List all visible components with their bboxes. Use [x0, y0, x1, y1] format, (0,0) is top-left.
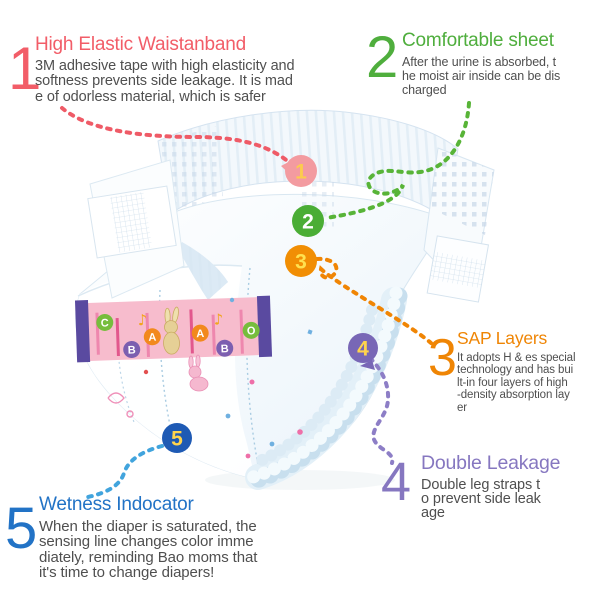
printed-doodles — [107, 297, 313, 459]
callout-5-title: Wetness Indocator — [39, 494, 194, 515]
callout-4-text: age — [421, 505, 445, 522]
band-letter: A — [196, 328, 204, 340]
callout-4: Double Leakage Double leg straps t o pre… — [421, 452, 560, 521]
callout-2-text: After the urine is absorbed, t — [402, 55, 557, 69]
callout-2-title: Comfortable sheet — [402, 30, 554, 51]
connector-line-4 — [368, 356, 395, 465]
callout-5: Wetness Indocator When the diaper is sat… — [39, 494, 257, 581]
callout-1-text: e of odorless material, which is safer — [35, 88, 266, 105]
bunny-icon — [163, 306, 180, 355]
callout-5-text: sensing line changes color imme — [39, 533, 254, 551]
connector-line-1 — [60, 106, 292, 165]
marker-2-number: 2 — [302, 211, 314, 234]
marker-3-number: 3 — [295, 251, 307, 274]
callout-4-text: o prevent side leak — [421, 491, 541, 508]
marker-4: 4 — [348, 333, 378, 370]
callout-4-title: Double Leakage — [421, 452, 561, 474]
marker-1-number: 1 — [295, 161, 307, 184]
right-wing-tape — [423, 147, 495, 303]
left-wing-tape — [87, 159, 185, 299]
callout-4-text: Double leg straps t — [421, 477, 540, 493]
callout-2-number: 2 — [366, 25, 399, 90]
callout-3-text: technology and has bui — [457, 364, 574, 377]
callout-1-text: softness prevents side leakage. It is ma… — [35, 73, 293, 90]
callout-3-text: er — [457, 401, 468, 414]
leg-ruffles — [245, 286, 408, 490]
callout-3-text: -density absorption lay — [457, 389, 570, 402]
music-note-icon: ♪ — [213, 310, 223, 328]
callout-5-text: diately, reminding Bao moms that — [39, 548, 258, 566]
marker-5: 5 — [162, 423, 192, 453]
band-end-bar — [256, 295, 273, 358]
band-letter: A — [148, 332, 156, 344]
callout-3-text: lt-in four layers of high — [457, 376, 568, 389]
callout-2-text: he moist air inside can be dis — [402, 69, 561, 83]
callout-5-text: When the diaper is saturated, the — [39, 518, 257, 535]
band-end-bar — [74, 300, 91, 363]
marker-5-number: 5 — [171, 428, 183, 451]
callout-2: Comfortable sheet After the urine is abs… — [402, 30, 560, 97]
band-letter: B — [221, 343, 229, 355]
band-letter: B — [128, 344, 136, 356]
band-letter: O — [247, 325, 256, 337]
callout-2-text: charged — [402, 83, 447, 97]
connector-line-2 — [324, 101, 471, 220]
pink-doodle — [107, 392, 134, 418]
seam-stitch-line — [158, 289, 177, 451]
connector-line-3 — [315, 256, 433, 345]
callout-1-title: High Elastic Waistanband — [35, 34, 246, 55]
marker-2: 2 — [292, 205, 324, 237]
pink-bunny-icon — [188, 354, 209, 392]
callout-1-text: 3M adhesive tape with high elasticity an… — [35, 58, 295, 74]
marker-3: 3 — [285, 245, 317, 277]
callout-5-text: it's time to change diapers! — [39, 564, 215, 582]
connector-line-5 — [86, 444, 164, 499]
callout-3-number: 3 — [428, 329, 457, 387]
callout-3: SAP Layers It adopts H & es special tech… — [457, 328, 576, 414]
band-letter: C — [101, 317, 109, 329]
callout-5-number: 5 — [5, 496, 38, 561]
callout-3-title: SAP Layers — [457, 328, 548, 348]
callout-3-text: It adopts H & es special — [457, 352, 576, 364]
decorative-band: C B A A B O ♪ ♪ — [74, 295, 273, 363]
music-note-icon: ♪ — [137, 311, 147, 329]
callout-4-number: 4 — [381, 452, 412, 512]
callout-1-number: 1 — [8, 35, 42, 102]
band-letter-balloons: C B A A B O — [96, 313, 260, 359]
marker-1: 1 — [281, 155, 317, 187]
callout-1: High Elastic Waistanband 3M adhesive tap… — [35, 34, 295, 105]
marker-4-number: 4 — [357, 338, 369, 361]
